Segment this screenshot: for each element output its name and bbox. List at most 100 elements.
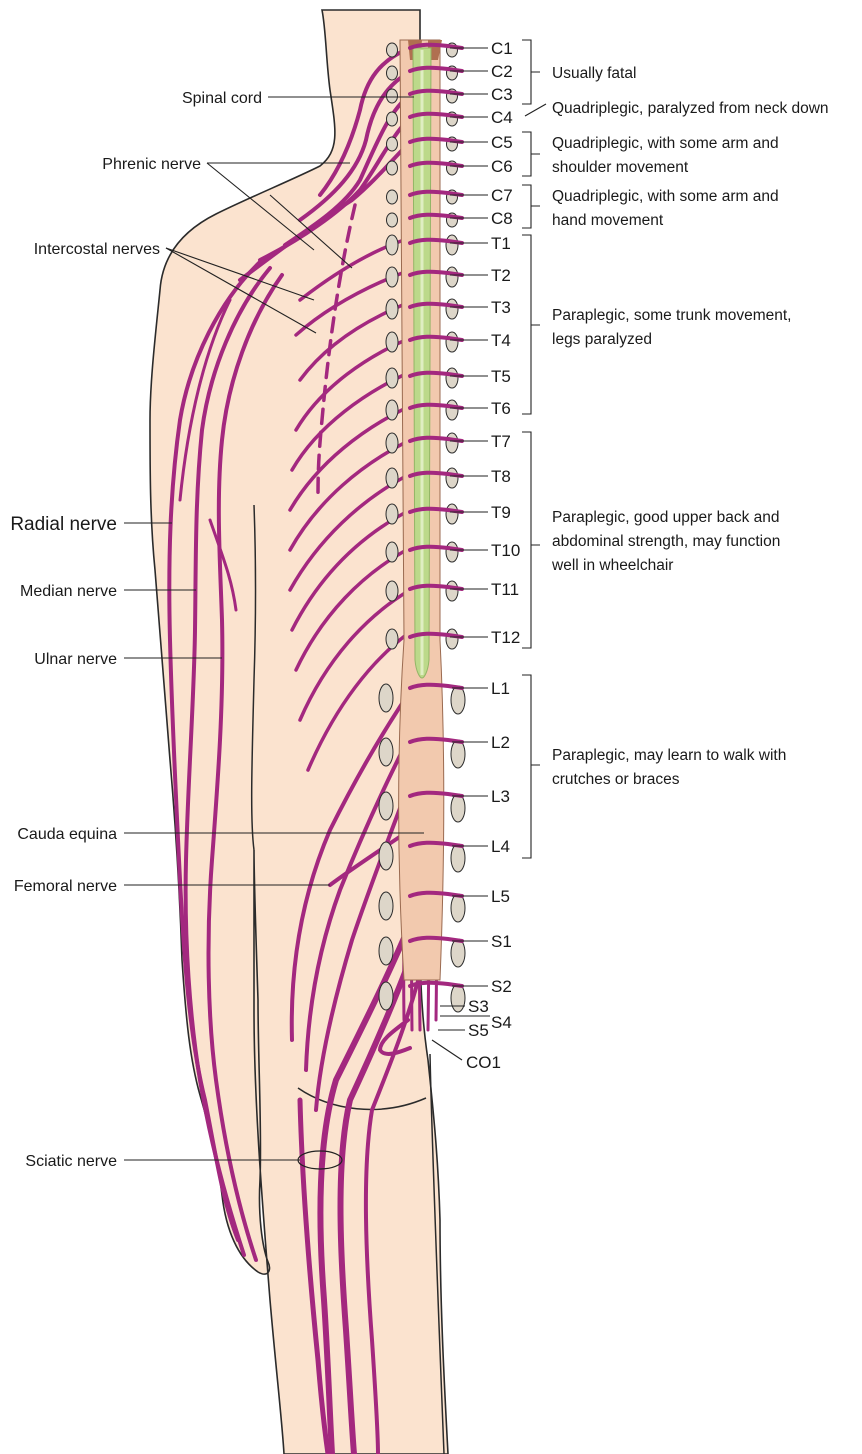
- vertebra-body: [446, 468, 458, 488]
- vertebra-body: [446, 235, 458, 255]
- segment-S4: S4: [491, 1013, 512, 1032]
- note-t1-t6-line1: Paraplegic, some trunk movement,: [552, 307, 792, 324]
- label-cauda-equina: Cauda equina: [17, 826, 117, 843]
- vertebra-body: [379, 684, 393, 712]
- vertebra-body: [446, 581, 458, 601]
- label-ulnar-nerve: Ulnar nerve: [34, 651, 117, 668]
- segment-T5: T5: [491, 367, 511, 386]
- segment-C1: C1: [491, 39, 513, 58]
- segment-L3: L3: [491, 787, 510, 806]
- vertebra-body: [451, 894, 465, 922]
- label-sciatic-nerve: Sciatic nerve: [25, 1153, 117, 1170]
- segment-T11: T11: [491, 580, 519, 599]
- vertebra-body: [451, 740, 465, 768]
- segment-T9: T9: [491, 503, 511, 522]
- segment-S3: S3: [468, 997, 489, 1016]
- segment-S2: S2: [491, 977, 512, 996]
- note-c1-c3: Usually fatal: [552, 65, 636, 82]
- segment-C6: C6: [491, 157, 513, 176]
- note-c7-c8-line1: Quadriplegic, with some arm and: [552, 188, 779, 205]
- segment-T4: T4: [491, 331, 511, 350]
- vertebra-body: [387, 190, 398, 204]
- segment-T7: T7: [491, 432, 511, 451]
- vertebra-body: [379, 937, 393, 965]
- vertebra-body: [451, 984, 465, 1012]
- vertebra-body: [451, 939, 465, 967]
- segment-L1: L1: [491, 679, 510, 698]
- note-c5-c6-line2: shoulder movement: [552, 159, 689, 176]
- vertebra-body: [446, 299, 458, 319]
- vertebra-body: [387, 89, 398, 103]
- vertebra-body: [446, 332, 458, 352]
- segment-T1: T1: [491, 234, 511, 253]
- vertebra-body: [387, 66, 398, 80]
- segment-C5: C5: [491, 133, 513, 152]
- segment-T2: T2: [491, 266, 511, 285]
- vertebra-body: [387, 137, 398, 151]
- vertebra-body: [386, 468, 398, 488]
- vertebra-body: [446, 400, 458, 420]
- vertebra-body: [386, 299, 398, 319]
- vertebra-body: [451, 686, 465, 714]
- vertebra-body: [386, 542, 398, 562]
- note-c5-c6-line1: Quadriplegic, with some arm and: [552, 135, 779, 152]
- segment-C8: C8: [491, 209, 513, 228]
- note-c7-c8-line2: hand movement: [552, 212, 664, 229]
- segment-T3: T3: [491, 298, 511, 317]
- segment-L2: L2: [491, 733, 510, 752]
- vertebra-body: [379, 738, 393, 766]
- vertebra-body: [446, 433, 458, 453]
- vertebra-body: [387, 43, 398, 57]
- segment-C3: C3: [491, 85, 513, 104]
- label-phrenic-nerve: Phrenic nerve: [102, 156, 201, 173]
- vertebra-body: [386, 581, 398, 601]
- vertebra-body: [386, 433, 398, 453]
- segment-T8: T8: [491, 467, 511, 486]
- label-median-nerve: Median nerve: [20, 583, 117, 600]
- injury-level-notes: Usually fatal Quadriplegic, paralyzed fr…: [522, 40, 829, 858]
- segment-S1: S1: [491, 932, 512, 951]
- vertebra-body: [451, 844, 465, 872]
- segment-L4: L4: [491, 837, 510, 856]
- label-spinal-cord: Spinal cord: [182, 90, 262, 107]
- segment-C2: C2: [491, 62, 513, 81]
- vertebra-body: [386, 267, 398, 287]
- segment-C4: C4: [491, 108, 513, 127]
- segment-T6: T6: [491, 399, 511, 418]
- vertebra-body: [386, 400, 398, 420]
- vertebra-body: [379, 982, 393, 1010]
- vertebra-body: [446, 629, 458, 649]
- vertebra-body: [446, 267, 458, 287]
- note-l1-l4-line2: crutches or braces: [552, 771, 680, 788]
- note-l1-l4-line1: Paraplegic, may learn to walk with: [552, 747, 786, 764]
- note-t7-t12-line2: abdominal strength, may function: [552, 533, 780, 550]
- vertebra-body: [386, 629, 398, 649]
- vertebra-body: [446, 368, 458, 388]
- label-radial-nerve: Radial nerve: [10, 514, 117, 535]
- vertebra-body: [386, 504, 398, 524]
- vertebra-body: [379, 842, 393, 870]
- note-t7-t12-line1: Paraplegic, good upper back and: [552, 509, 780, 526]
- vertebra-body: [379, 892, 393, 920]
- vertebra-body: [387, 213, 398, 227]
- vertebra-body: [451, 794, 465, 822]
- segment-S5: S5: [468, 1021, 489, 1040]
- segment-T10: T10: [491, 541, 520, 560]
- vertebra-body: [446, 542, 458, 562]
- vertebra-body: [386, 368, 398, 388]
- note-t7-t12-line3: well in wheelchair: [551, 557, 673, 574]
- vertebra-body: [446, 504, 458, 524]
- label-femoral-nerve: Femoral nerve: [14, 878, 117, 895]
- vertebra-body: [387, 161, 398, 175]
- segment-CO1: CO1: [466, 1053, 501, 1072]
- vertebra-body: [387, 112, 398, 126]
- vertebra-body: [386, 235, 398, 255]
- segment-L5: L5: [491, 887, 510, 906]
- note-c4: Quadriplegic, paralyzed from neck down: [552, 100, 829, 117]
- vertebra-body: [386, 332, 398, 352]
- note-t1-t6-line2: legs paralyzed: [552, 331, 652, 348]
- label-intercostal-nerves: Intercostal nerves: [34, 241, 160, 258]
- vertebra-body: [379, 792, 393, 820]
- segment-C7: C7: [491, 186, 513, 205]
